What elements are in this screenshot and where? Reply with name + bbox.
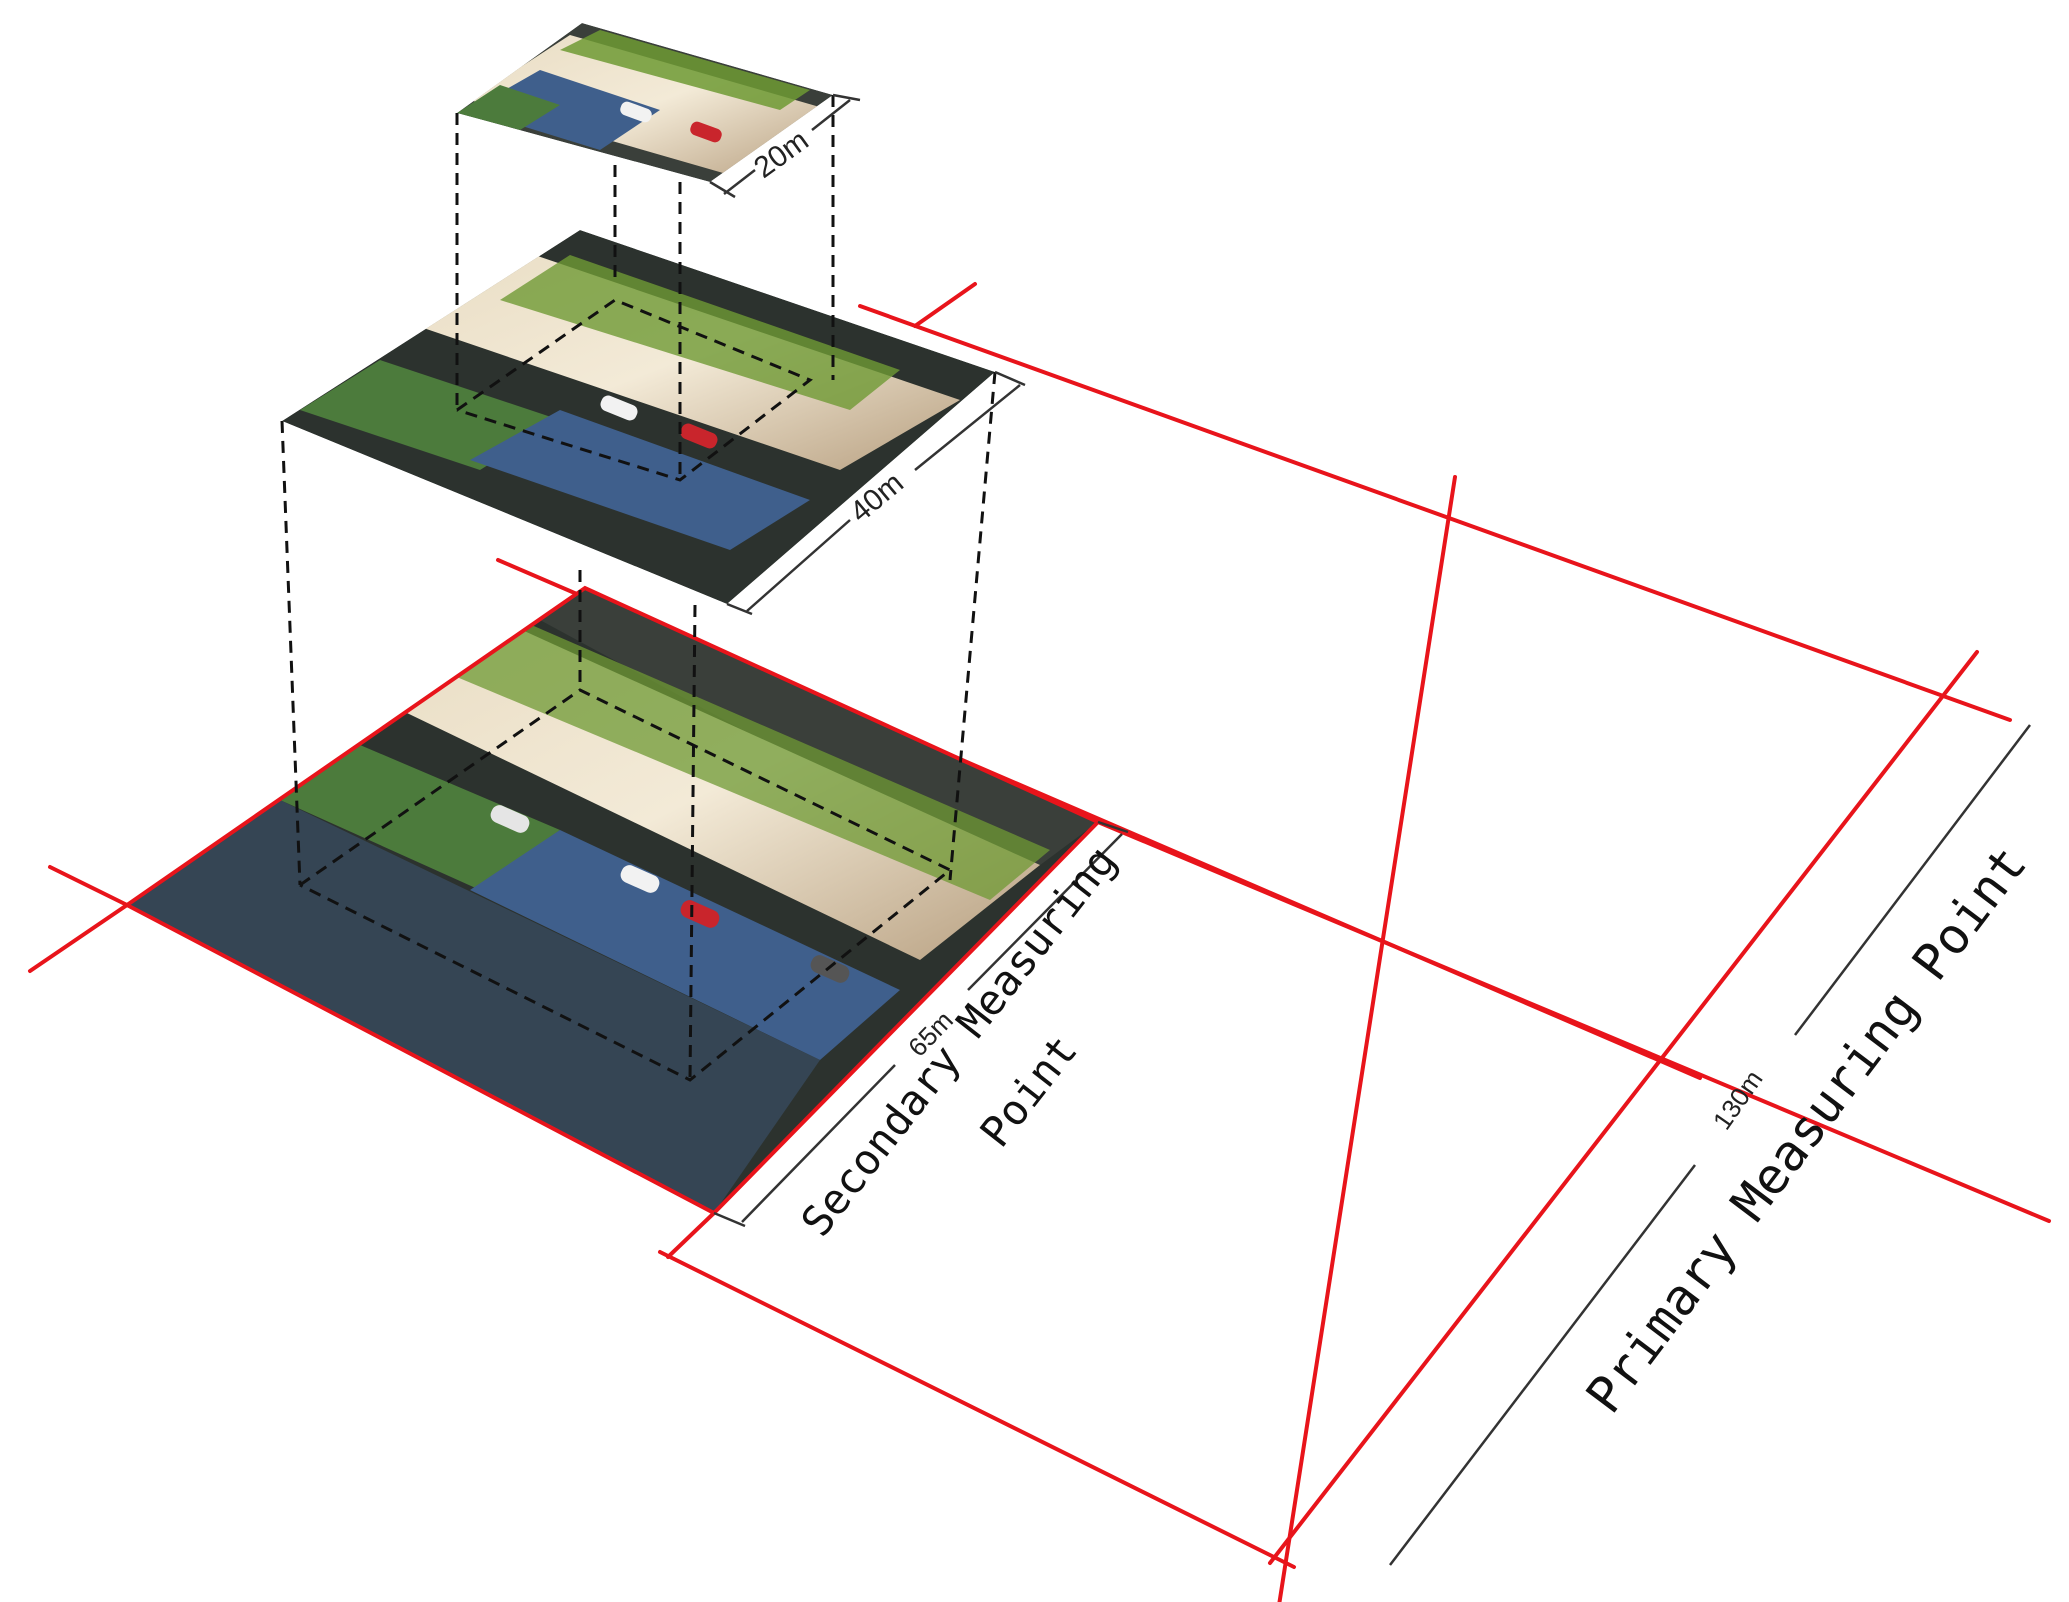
mid-aerial-image: [282, 230, 995, 604]
projection-lines: [280, 95, 997, 1082]
dimension-130m: 130m: [1389, 724, 2031, 1566]
top-aerial-image: [457, 23, 833, 182]
base-aerial-image: [127, 588, 1098, 1213]
secondary-label-line2: Point: [970, 1026, 1086, 1156]
primary-measuring-point-label: Primary Measuring Point: [1575, 836, 2038, 1424]
